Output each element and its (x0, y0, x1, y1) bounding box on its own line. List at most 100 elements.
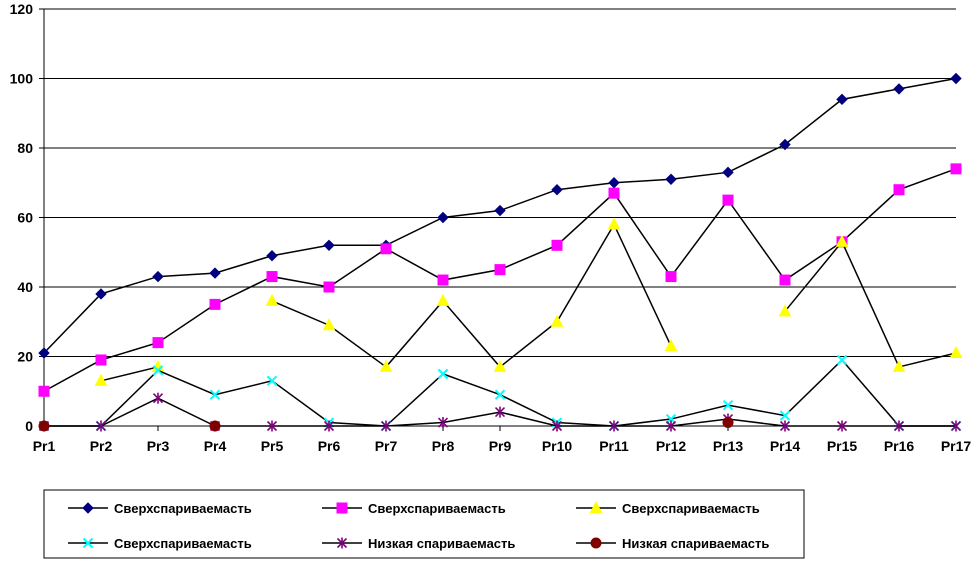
series-4-point (266, 375, 278, 387)
series-1-point (494, 204, 506, 217)
x-tick-label: Pr15 (827, 438, 858, 454)
x-tick-label: Pr6 (318, 438, 341, 454)
series-1-point (437, 211, 449, 224)
series-3-point (436, 293, 450, 306)
series-5-point (893, 420, 905, 432)
legend-label: Низкая спариваемасть (368, 536, 515, 551)
x-tick-label: Pr1 (33, 438, 56, 454)
series-2-point (608, 187, 620, 199)
legend-item-6: Низкая спариваемасть (576, 536, 769, 551)
series-4-point (722, 399, 734, 411)
series-3-point (607, 217, 621, 230)
series-5-point (665, 420, 677, 432)
legend-box (43, 489, 805, 559)
series-2-point (152, 337, 164, 349)
x-tick-label: Pr16 (884, 438, 915, 454)
series-6 (38, 417, 734, 432)
x-tick-label: Pr8 (432, 438, 455, 454)
series-2-point (893, 184, 905, 196)
y-tick-label: 80 (17, 140, 33, 156)
series-2-line (43, 168, 957, 392)
x-tick-label: Pr7 (375, 438, 398, 454)
y-tick-label: 120 (10, 1, 34, 17)
legend-marker (82, 537, 94, 549)
series-5-point (779, 420, 791, 432)
series-5-point (266, 420, 278, 432)
x-tick-label: Pr2 (90, 438, 113, 454)
legend-label: Сверхспариваемасть (368, 501, 506, 516)
series-6-point (38, 420, 50, 432)
legend-item-1: Сверхспариваемасть (68, 501, 252, 516)
series-3-point (949, 345, 963, 359)
series-5-point (608, 420, 620, 432)
x-tick-label: Pr10 (542, 438, 573, 454)
series-1-point (779, 138, 791, 151)
legend-label: Сверхспариваемасть (114, 536, 252, 551)
series-6-point (722, 417, 734, 429)
series-3-point (778, 304, 792, 317)
series-2-point (266, 271, 278, 283)
series-2-point (95, 354, 107, 366)
series-1-point (722, 166, 734, 179)
y-tick-label: 40 (17, 279, 33, 295)
y-tick-label: 100 (10, 71, 34, 87)
legend-marker (590, 537, 602, 549)
y-tick-label: 0 (25, 418, 33, 434)
series-2-point (38, 385, 50, 397)
series-6-point (209, 420, 221, 432)
legend-item-3: Сверхспариваемасть (576, 500, 760, 516)
x-tick-label: Pr4 (204, 438, 227, 454)
series-3 (94, 217, 963, 386)
series-2-point (380, 243, 392, 255)
series-2-point (437, 274, 449, 286)
legend-item-4: Сверхспариваемасть (68, 536, 252, 551)
series-1-point (893, 83, 905, 95)
series-3-point (265, 293, 279, 306)
series-5-point (323, 420, 335, 432)
series-1-point (209, 267, 221, 279)
series-1-point (836, 93, 848, 106)
series-3-point (550, 314, 564, 327)
series-5-point (95, 420, 107, 432)
legend-marker (589, 500, 603, 513)
series-2-point (209, 298, 221, 310)
series-2-point (323, 281, 335, 293)
x-tick-label: Pr3 (147, 438, 170, 454)
series-3-point (892, 359, 906, 372)
series-5-point (836, 420, 848, 432)
series-3-point (322, 318, 336, 331)
series-4-point (209, 389, 221, 400)
series-2-point (494, 264, 506, 276)
series-1-point (323, 239, 335, 252)
series-3-line (271, 222, 672, 368)
series-4-point (779, 410, 791, 421)
series-3-point (493, 359, 507, 372)
legend-item-2: Сверхспариваемасть (322, 501, 506, 516)
legend-label: Низкая спариваемасть (622, 536, 769, 551)
x-tick-label: Pr17 (941, 438, 972, 454)
x-tick-label: Pr12 (656, 438, 687, 454)
legend-item-5: Низкая спариваемасть (322, 536, 515, 551)
series-1-point (608, 177, 620, 189)
series-5-point (950, 420, 962, 432)
series-2-point (551, 239, 563, 251)
legend-marker (336, 502, 348, 514)
series-1-point (665, 173, 677, 185)
series-4-point (152, 365, 164, 376)
x-tick-label: Pr13 (713, 438, 744, 454)
series-1-point (551, 183, 563, 196)
series-1-point (950, 72, 962, 85)
series-5-point (152, 392, 164, 404)
x-tick-label: Pr11 (599, 438, 629, 454)
series-1-point (152, 270, 164, 283)
series-5-point (380, 420, 392, 432)
series-1-point (266, 250, 278, 262)
legend-marker (336, 537, 348, 549)
series-3-line (100, 366, 159, 382)
series-5-point (494, 406, 506, 418)
